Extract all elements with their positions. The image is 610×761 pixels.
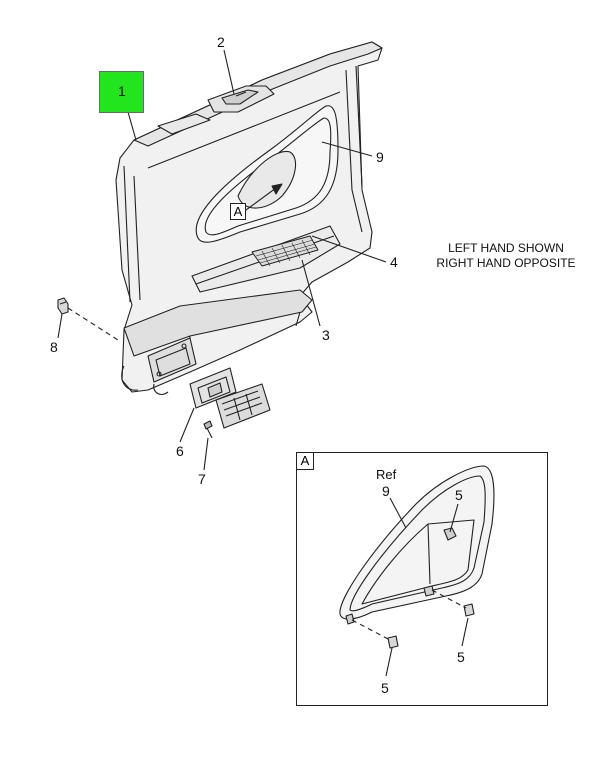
leader-3: [301, 259, 321, 327]
callout-6[interactable]: 6: [176, 443, 184, 459]
top-recess: [157, 113, 211, 135]
door-pull-handle: [207, 85, 275, 113]
callout-7[interactable]: 7: [198, 471, 206, 487]
view-marker-a[interactable]: A: [230, 203, 246, 220]
switch-pack: [215, 383, 271, 429]
view-arrow: [245, 187, 277, 211]
leader-5b: [461, 617, 469, 647]
clip-leader-dashed: [67, 307, 119, 341]
ref-label: Ref: [376, 467, 397, 482]
callout-4[interactable]: 4: [390, 254, 398, 270]
selected-part-highlight: [99, 71, 144, 113]
leader-4: [311, 235, 387, 263]
callout-5-top[interactable]: 5: [455, 487, 463, 503]
callout-3[interactable]: 3: [322, 327, 330, 343]
note-line-2: RIGHT HAND OPPOSITE: [436, 256, 576, 270]
leader-8: [57, 313, 63, 339]
orientation-note: LEFT HAND SHOWN RIGHT HAND OPPOSITE: [420, 241, 592, 271]
leader-9-detail: [389, 497, 407, 529]
detail-dashed-right: [431, 589, 467, 609]
speaker-grille: [251, 235, 319, 267]
callout-5-right[interactable]: 5: [457, 649, 465, 665]
view-arrow-head: [271, 183, 283, 195]
leader-6: [179, 407, 195, 443]
detail-dashed-bottom: [351, 619, 391, 641]
callout-8[interactable]: 8: [50, 339, 58, 355]
leader-7: [203, 437, 209, 471]
screw-part: [203, 420, 213, 439]
leader-9: [321, 141, 373, 157]
callout-9[interactable]: 9: [376, 149, 384, 165]
note-line-1: LEFT HAND SHOWN: [448, 241, 564, 255]
switch-bezel-part: [189, 367, 237, 409]
detail-trim-loop: [339, 465, 495, 625]
clip-part: [57, 297, 69, 315]
detail-view-label: A: [296, 452, 314, 470]
panel-switch-bezel: [147, 337, 197, 383]
leader-5c: [385, 647, 393, 677]
leader-2: [223, 49, 235, 95]
detail-clip-bottom: [387, 635, 399, 649]
leader-1: [127, 111, 137, 141]
callout-5-bottom[interactable]: 5: [381, 680, 389, 696]
callout-2[interactable]: 2: [217, 34, 225, 50]
detail-view-frame: [296, 452, 548, 706]
callout-1[interactable]: 1: [118, 83, 126, 99]
detail-clip-right: [463, 603, 475, 617]
leader-5a: [449, 503, 459, 533]
callout-9-ref[interactable]: 9: [382, 483, 390, 499]
